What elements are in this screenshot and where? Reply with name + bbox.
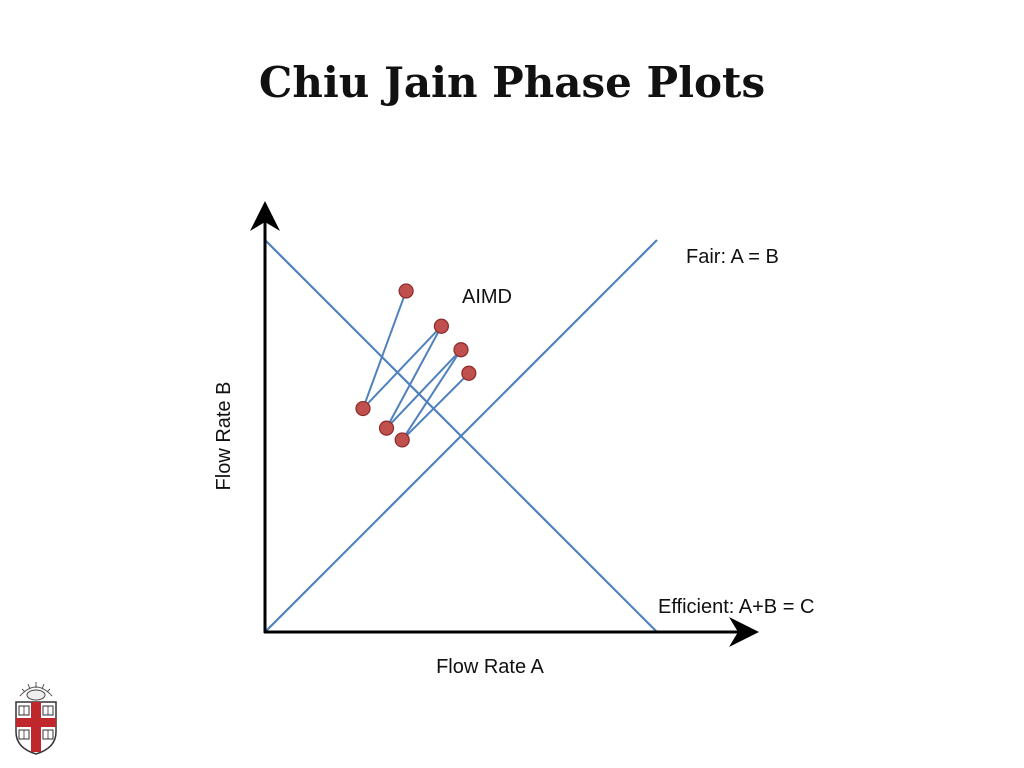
trajectory-point bbox=[398, 283, 414, 299]
trajectory-segment bbox=[385, 325, 443, 429]
trajectory-segment bbox=[401, 372, 470, 441]
trajectory-segment bbox=[362, 290, 408, 409]
x-axis-label: Flow Rate A bbox=[436, 656, 544, 678]
trajectory-label: AIMD bbox=[462, 286, 512, 308]
slide-title: Chiu Jain Phase Plots bbox=[258, 58, 766, 107]
trajectory-segment bbox=[401, 349, 462, 441]
fair-line bbox=[264, 239, 658, 633]
efficient-line-label: Efficient: A+B = C bbox=[658, 596, 814, 618]
trajectory-segment bbox=[385, 349, 462, 429]
trajectory-point bbox=[461, 365, 477, 381]
trajectory-point bbox=[453, 342, 469, 358]
trajectory-points bbox=[355, 283, 477, 448]
trajectory-segments bbox=[362, 290, 470, 441]
trajectory-point bbox=[378, 420, 395, 436]
trajectory-point bbox=[355, 400, 371, 417]
trajectory-segment bbox=[362, 325, 443, 410]
university-crest-icon bbox=[15, 682, 57, 755]
fair-line-label: Fair: A = B bbox=[686, 246, 779, 268]
trajectory-point bbox=[433, 318, 449, 334]
y-axis-label: Flow Rate B bbox=[213, 382, 235, 491]
trajectory-point bbox=[394, 432, 410, 448]
